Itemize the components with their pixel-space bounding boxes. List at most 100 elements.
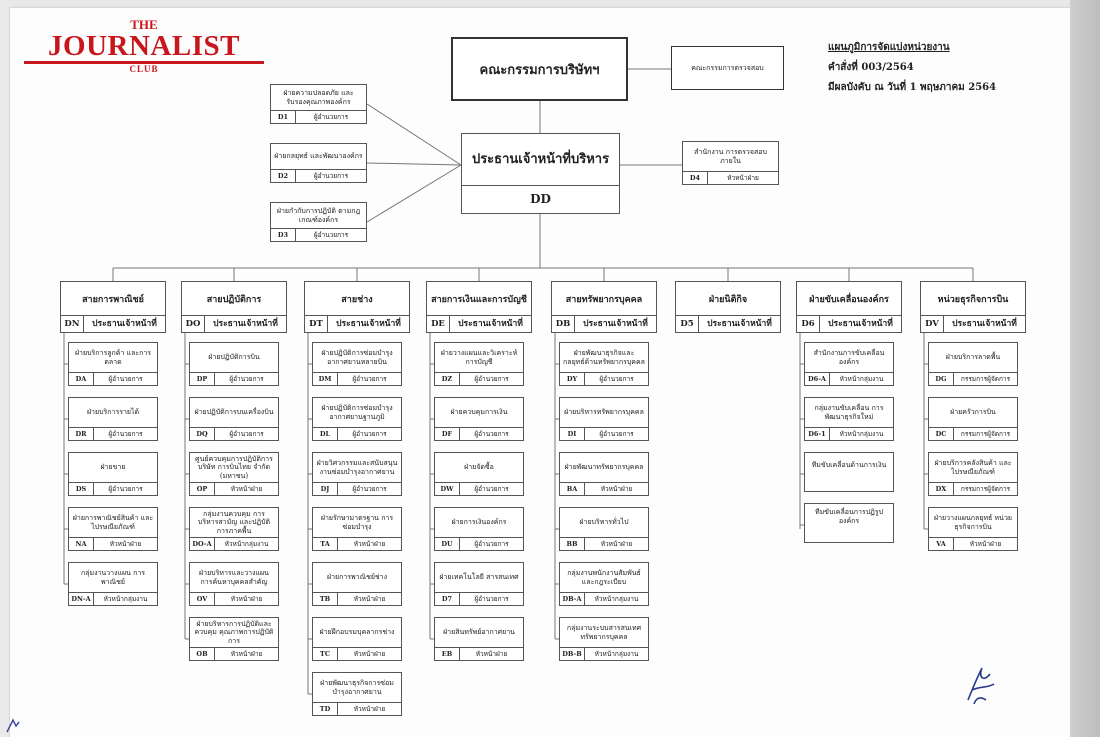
audit-office-role: หัวหน้าฝ่าย	[727, 174, 759, 182]
division-8-unit-1-name: ฝ่ายบริการลาดพื้น	[945, 353, 1001, 362]
division-2-unit-3-name: ศูนย์ควบคุมการปฏิบัติการ บริษัท การบินไท…	[195, 455, 273, 480]
division-2-code: DO	[182, 316, 205, 332]
note-order: คำสั่งที่ 003/2564	[828, 62, 914, 73]
division-4-code: DE	[427, 316, 450, 332]
division-2-unit-1-code: DP	[190, 373, 215, 385]
division-2-unit-4: กลุ่มงานควบคุม การบริหารสามัญ และปฏิบัติ…	[189, 507, 279, 551]
division-5-unit-1-name: ฝ่ายพัฒนาธุรกิจและ กลยุทธ์ด้านทรัพยากรบุ…	[563, 349, 645, 366]
division-3-unit-2-name: ฝ่ายปฏิบัติการซ่อมบำรุง อากาศยานฐานภูมิ	[321, 404, 393, 421]
division-3-unit-2-role: ผู้อำนวยการ	[352, 430, 387, 438]
division-1-unit-1-name: ฝ่ายบริการลูกค้า และการตลาด	[74, 349, 152, 366]
division-2-unit-5-footer: OV หัวหน้าฝ่าย	[190, 592, 278, 605]
division-5-unit-4-name: ฝ่ายบริหารทั่วไป	[579, 518, 629, 527]
division-3-unit-3-role: ผู้อำนวยการ	[352, 485, 387, 493]
division-3-unit-3: ฝ่ายวิศวกรรมและสนับสนุน งานซ่อมบำรุงอากา…	[312, 452, 402, 496]
division-8-unit-3-code: DX	[929, 483, 954, 495]
division-3-role: ประธานเจ้าหน้าที่	[336, 319, 401, 329]
division-2-unit-6: ฝ่ายบริหารการปฏิบัติและควบคุม คุณภาพการป…	[189, 617, 279, 661]
division-4-footer: DE ประธานเจ้าหน้าที่	[427, 315, 531, 332]
division-2-unit-5-name: ฝ่ายบริหารและวางแผน การค้นหาบุคคลสำคัญ	[199, 569, 269, 586]
division-5-unit-1-role: ผู้อำนวยการ	[599, 375, 634, 383]
ceo-code: DD	[530, 192, 551, 206]
division-1-code: DN	[61, 316, 84, 332]
division-1-unit-4-name: ฝ่ายการพาณิชย์สินค้า และไปรษณียภัณฑ์	[72, 514, 154, 531]
division-3-unit-4-code: TA	[313, 538, 338, 550]
staff-unit-3-role: ผู้อำนวยการ	[313, 231, 349, 239]
division-5-role: ประธานเจ้าหน้าที่	[583, 319, 648, 329]
division-2-unit-1-name: ฝ่ายปฏิบัติการบิน	[208, 353, 260, 362]
division-3-unit-5-role: หัวหน้าฝ่าย	[353, 595, 386, 603]
division-8-unit-4-role: หัวหน้าฝ่าย	[969, 540, 1002, 548]
division-3-unit-7-footer: TD หัวหน้าฝ่าย	[313, 702, 401, 715]
division-1-unit-5-code: DN-A	[69, 593, 94, 605]
staff-unit-1-name: ฝ่ายความปลอดภัย และรับรองคุณภาพองค์กร	[283, 89, 354, 106]
division-4-unit-1-code: DZ	[435, 373, 460, 385]
division-3-unit-5-name: ฝ่ายการพาณิชย์ช่าง	[326, 573, 388, 582]
division-2-unit-6-name: ฝ่ายบริหารการปฏิบัติและควบคุม คุณภาพการป…	[194, 620, 274, 645]
division-7-unit-4: ทีมขับเคลื่อนการปฏิรูป องค์กร	[804, 503, 894, 543]
division-1-unit-3-role: ผู้อำนวยการ	[108, 485, 143, 493]
division-2-unit-5-role: หัวหน้าฝ่าย	[230, 595, 263, 603]
division-8-unit-4-name: ฝ่ายวางแผนกลยุทธ์ หน่วยธุรกิจการบิน	[934, 514, 1012, 531]
logo-line-1: THE	[130, 17, 158, 32]
division-6-role: ประธานเจ้าหน้าที่	[707, 319, 772, 329]
division-7-unit-2: กลุ่มงานขับเคลื่อน การพัฒนาธุรกิจใหม่D6-…	[804, 397, 894, 441]
division-2-unit-3-role: หัวหน้าฝ่าย	[230, 485, 263, 493]
division-1-unit-2-name: ฝ่ายบริการรายได้	[86, 408, 140, 417]
division-1-unit-2-role: ผู้อำนวยการ	[108, 430, 143, 438]
division-4-unit-6-role: หัวหน้าฝ่าย	[475, 650, 508, 658]
division-1-unit-5-name: กลุ่มงานวางแผน การพาณิชย์	[80, 569, 146, 586]
document-notes: แผนภูมิการจัดแบ่งหน่วยงาน คำสั่งที่ 003/…	[828, 38, 996, 98]
division-2-unit-4-role: หัวหน้ากลุ่มงาน	[224, 540, 269, 548]
division-1-unit-1-role: ผู้อำนวยการ	[108, 375, 143, 383]
division-3-unit-2-code: DL	[313, 428, 338, 440]
division-4-unit-2-code: DF	[435, 428, 460, 440]
division-7-unit-1-name: สำนักงานการขับเคลื่อน องค์กร	[813, 349, 885, 366]
division-5-unit-2-role: ผู้อำนวยการ	[599, 430, 634, 438]
division-3-unit-7-code: TD	[313, 703, 338, 715]
division-2-unit-6-role: หัวหน้าฝ่าย	[230, 650, 263, 658]
division-4-unit-2-name: ฝ่ายควบคุมการเงิน	[450, 408, 508, 417]
division-4-role: ประธานเจ้าหน้าที่	[458, 319, 523, 329]
division-4-name: สายการเงินและการบัญชี	[431, 295, 527, 306]
audit-committee-box: คณะกรรมการตรวจสอบ	[671, 46, 784, 90]
division-5-unit-1-code: DY	[560, 373, 585, 385]
division-3-unit-7-role: หัวหน้าฝ่าย	[353, 705, 386, 713]
journalist-club-logo: THE JOURNALIST CLUB	[24, 18, 264, 75]
division-4-unit-1-name: ฝ่ายวางแผนและวิเคราะห์ การบัญชี	[440, 349, 518, 366]
division-7-unit-2-name: กลุ่มงานขับเคลื่อน การพัฒนาธุรกิจใหม่	[814, 404, 884, 421]
staff-unit-2-role: ผู้อำนวยการ	[313, 172, 349, 180]
division-7-name: ฝ่ายขับเคลื่อนองค์กร	[809, 295, 889, 306]
division-2-unit-5-code: OV	[190, 593, 215, 605]
division-5-unit-5-role: หัวหน้ากลุ่มงาน	[594, 595, 639, 603]
division-8-unit-1-code: DG	[929, 373, 954, 385]
ceo-box: ประธานเจ้าหน้าที่บริหาร DD	[461, 133, 620, 214]
division-8-name: หน่วยธุรกิจการบิน	[937, 295, 1009, 306]
staff-unit-3-code: D3	[271, 229, 296, 241]
